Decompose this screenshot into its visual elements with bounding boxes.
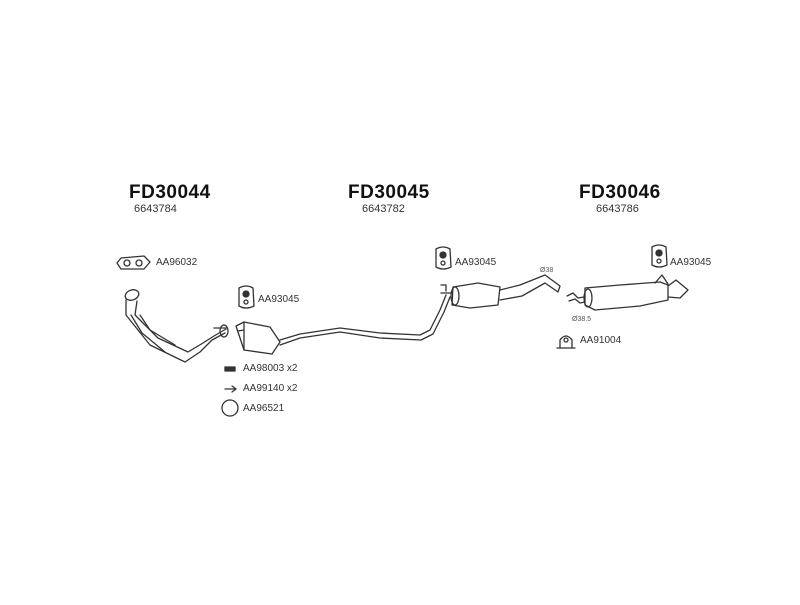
- label-diameter-38: Ø38: [540, 267, 554, 274]
- bolt-icon: [224, 366, 236, 372]
- label-hanger-left: AA93045: [258, 294, 300, 305]
- clamp-icon: [556, 335, 576, 349]
- spring-icon: [224, 385, 237, 393]
- label-gasket: AA96032: [156, 257, 198, 268]
- label-hanger-right: AA93045: [670, 257, 712, 268]
- label-bolt: AA98003 x2: [243, 363, 298, 374]
- ring-icon: [221, 399, 239, 417]
- group-code-fd30046: FD30046: [579, 182, 661, 203]
- label-diameter-38-5: Ø38.5: [572, 316, 592, 323]
- label-ring: AA96521: [243, 403, 285, 414]
- middle-pipe-icon: [235, 274, 561, 355]
- group-number-fd30044: 6643784: [134, 203, 177, 215]
- group-code-fd30044: FD30044: [129, 182, 211, 203]
- front-pipe-icon: [124, 289, 229, 363]
- group-code-fd30045: FD30045: [348, 182, 430, 203]
- group-number-fd30045: 6643782: [362, 203, 405, 215]
- label-hanger-middle: AA93045: [455, 257, 497, 268]
- group-number-fd30046: 6643786: [596, 203, 639, 215]
- hanger-icon: [238, 285, 255, 309]
- gasket-icon: [116, 255, 151, 270]
- label-spring: AA99140 x2: [243, 383, 298, 394]
- hanger-icon: [435, 246, 452, 270]
- label-clamp: AA91004: [580, 335, 622, 346]
- rear-silencer-icon: [566, 274, 689, 311]
- hanger-icon: [651, 244, 668, 268]
